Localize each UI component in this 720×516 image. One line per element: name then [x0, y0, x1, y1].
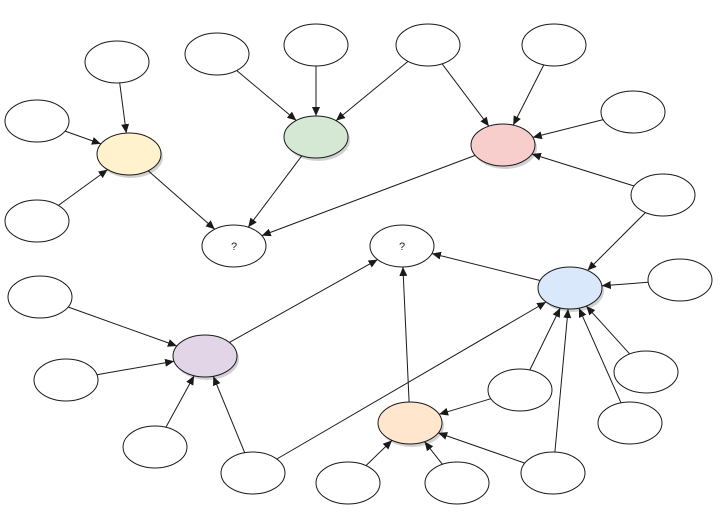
- node-ellipse-w-p3: [122, 425, 188, 469]
- node-ellipse-w-p1: [7, 275, 73, 319]
- node-w-p4: [220, 451, 286, 495]
- node-w-r2: [600, 90, 666, 134]
- node-ellipse-w-o4: [520, 451, 586, 495]
- edge-w-b1-to-blue: [601, 281, 649, 290]
- node-ellipse-w-g2: [283, 23, 349, 67]
- node-w-o3: [424, 461, 490, 505]
- node-ellipse-w-g1: [184, 32, 250, 76]
- node-w-g2: [283, 23, 349, 67]
- edge-w-p3-to-purple: [165, 375, 195, 428]
- node-ellipse-w-y1: [84, 40, 150, 84]
- edge-w-o1-to-orange: [438, 398, 492, 416]
- node-ellipse-w-top: [395, 23, 461, 67]
- node-ellipse-q2: [369, 224, 435, 268]
- node-ellipse-green: [283, 115, 349, 159]
- node-ellipse-w-o1: [487, 368, 553, 412]
- edge-w-y2-to-yellow: [64, 130, 102, 145]
- node-w-g1: [184, 32, 250, 76]
- node-green: [283, 115, 350, 161]
- node-ellipse-yellow: [96, 132, 162, 176]
- node-ellipse-w-r2: [600, 90, 666, 134]
- nodes-layer: ??: [4, 23, 713, 505]
- edge-w-p1-to-purple: [67, 306, 178, 347]
- edge-w-g1-to-green: [236, 70, 297, 121]
- edge-orange-to-q2: [399, 266, 410, 403]
- node-ellipse-w-y3: [4, 199, 70, 243]
- node-ellipse-w-o3: [424, 461, 490, 505]
- node-w-o1: [487, 368, 553, 412]
- node-w-o4: [520, 451, 586, 495]
- node-ellipse-purple: [172, 334, 238, 378]
- node-w-r1: [521, 23, 587, 67]
- node-w-y2: [4, 99, 70, 143]
- edge-green-to-q1: [247, 155, 303, 228]
- edge-w-b3-to-blue: [578, 307, 622, 404]
- node-ellipse-red: [470, 123, 536, 167]
- edge-yellow-to-q1: [147, 170, 216, 230]
- node-ellipse-w-y2: [4, 99, 70, 143]
- edge-w-y1-to-yellow: [119, 82, 130, 134]
- edge-w-p4-to-blue: [276, 301, 547, 460]
- node-label-q2: ?: [399, 241, 405, 253]
- edge-w-r2-to-red: [532, 119, 604, 140]
- edge-w-b2-to-blue: [585, 305, 631, 355]
- node-ellipse-q1: [201, 224, 267, 268]
- node-blue: [537, 266, 604, 312]
- node-red: [470, 123, 537, 169]
- node-purple: [172, 334, 239, 380]
- node-ellipse-blue: [537, 266, 603, 310]
- edge-w-r1-to-red: [512, 64, 545, 126]
- node-w-p1: [7, 275, 73, 319]
- edge-w-top-to-red: [441, 63, 490, 127]
- edge-blue-to-q2: [431, 251, 541, 281]
- edge-w-o4-to-orange: [438, 432, 525, 464]
- edge-w-p2-to-purple: [96, 358, 175, 376]
- edge-w-o1-to-blue: [529, 307, 561, 371]
- node-q2: ?: [369, 224, 435, 268]
- edge-w-o4-to-blue: [554, 308, 572, 453]
- node-w-b1: [647, 258, 713, 302]
- node-w-y3: [4, 199, 70, 243]
- node-w-b2: [613, 350, 679, 394]
- node-w-p3: [122, 425, 188, 469]
- node-ellipse-w-b3: [597, 401, 663, 445]
- edge-w-r3-to-blue: [587, 212, 646, 271]
- node-yellow: [96, 132, 163, 178]
- node-w-p2: [33, 358, 99, 402]
- node-w-y1: [84, 40, 150, 84]
- node-ellipse-w-o2: [315, 461, 381, 505]
- node-q1: ?: [201, 224, 267, 268]
- node-ellipse-w-p2: [33, 358, 99, 402]
- node-w-b3: [597, 401, 663, 445]
- node-w-top: [395, 23, 461, 67]
- node-orange: [377, 401, 444, 447]
- edge-purple-to-q2: [229, 259, 378, 343]
- node-ellipse-w-r1: [521, 23, 587, 67]
- node-ellipse-orange: [377, 401, 443, 445]
- node-w-r3: [630, 173, 696, 217]
- edge-w-r3-to-red: [531, 152, 635, 187]
- edge-w-y3-to-yellow: [58, 169, 108, 206]
- node-w-o2: [315, 461, 381, 505]
- edge-w-o3-to-orange: [424, 441, 443, 465]
- node-ellipse-w-b1: [647, 258, 713, 302]
- edge-w-p4-to-purple: [212, 376, 246, 453]
- node-ellipse-w-p4: [220, 451, 286, 495]
- edge-w-o2-to-orange: [365, 440, 393, 466]
- edges-layer: [58, 61, 649, 466]
- edge-red-to-q1: [261, 154, 476, 237]
- node-label-q1: ?: [231, 241, 237, 253]
- node-ellipse-w-b2: [613, 350, 679, 394]
- node-ellipse-w-r3: [630, 173, 696, 217]
- edge-w-top-to-green: [335, 61, 409, 121]
